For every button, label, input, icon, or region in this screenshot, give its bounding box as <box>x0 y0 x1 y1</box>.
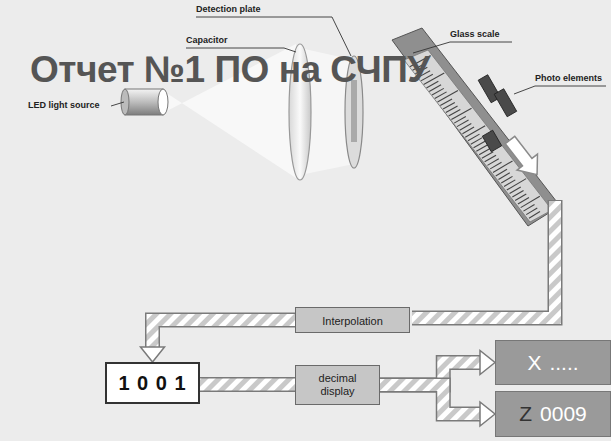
signal-band-outline <box>153 320 296 348</box>
part-label: LED light source <box>28 100 100 111</box>
axis-display-box: X..... <box>495 340 611 385</box>
binary-value-box: 1 0 0 1 <box>105 362 200 404</box>
signal-band <box>412 201 555 318</box>
scale-tick <box>493 161 513 172</box>
box-text: decimal display <box>308 372 368 398</box>
signal-connector <box>200 384 295 385</box>
signal-connector <box>380 385 495 426</box>
part-label: Detection plate <box>196 4 261 15</box>
signal-band <box>153 320 296 348</box>
signal-band-outline <box>380 385 481 414</box>
box-content: Interpolation <box>322 311 383 329</box>
box-content: decimal display <box>308 372 368 399</box>
signal-band <box>200 379 295 391</box>
scale-tick <box>521 196 540 207</box>
process-label-box: Interpolation <box>295 307 410 333</box>
scale-tick <box>529 212 540 219</box>
box-text: Z <box>519 402 532 425</box>
arrow-head <box>141 347 165 362</box>
photo-element <box>482 130 501 152</box>
arrow-head <box>480 351 495 375</box>
signal-band-outline <box>200 377 295 392</box>
scale-tick <box>451 108 471 119</box>
axis-display-box: Z 0009 <box>495 391 611 437</box>
led-back <box>121 89 129 115</box>
box-text: Interpolation <box>322 315 383 327</box>
signal-connector <box>141 320 296 362</box>
part-label: Glass scale <box>450 29 500 40</box>
process-label-box: decimal display <box>295 365 380 405</box>
led-body <box>125 89 163 115</box>
arrow-head <box>480 402 495 426</box>
scale-tick <box>507 179 526 190</box>
led-face <box>158 89 168 115</box>
scale-tick <box>438 91 458 102</box>
signal-band <box>380 385 481 414</box>
box-text: ..... <box>549 351 578 374</box>
part-label: Capacitor <box>186 35 228 46</box>
box-text: 1 0 0 1 <box>118 372 186 394</box>
box-content: 1 0 0 1 <box>118 372 186 395</box>
leader-line <box>111 102 124 106</box>
box-content: Z 0009 <box>519 402 587 426</box>
photo-element <box>494 89 517 117</box>
box-content: X..... <box>527 351 578 375</box>
leader-line <box>514 86 606 94</box>
box-text: 0009 <box>540 402 587 425</box>
signal-arrow <box>500 132 548 183</box>
watermark-text: Отчет №1 ПО на СЧПУ <box>30 50 430 90</box>
scale-tick <box>465 126 485 137</box>
box-text: X <box>527 351 541 374</box>
signal-band-outline <box>412 200 555 318</box>
part-label: Photo elements <box>535 73 602 84</box>
